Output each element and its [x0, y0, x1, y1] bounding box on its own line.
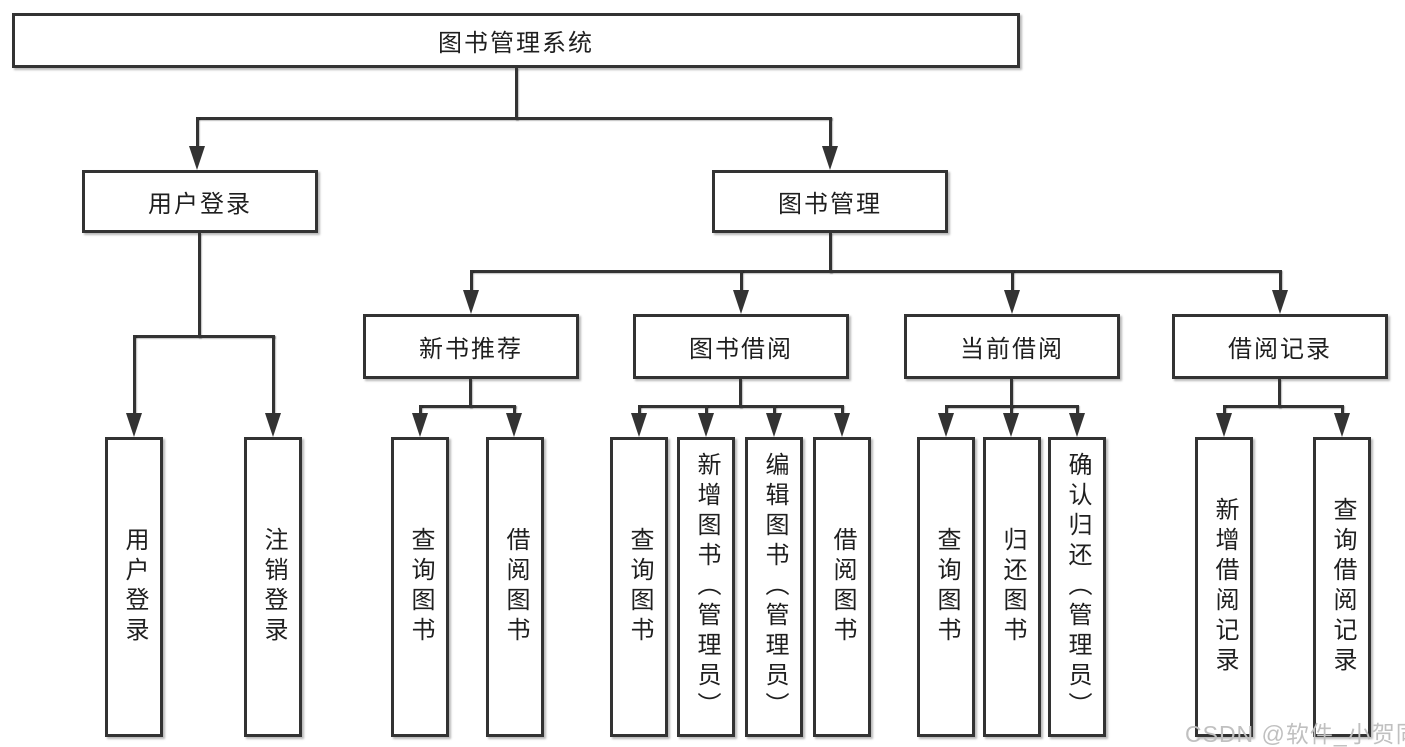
arrow-g3-query — [938, 413, 954, 437]
arrow-login-leaf — [126, 413, 142, 437]
node-book-mgmt: 图书管理 — [712, 170, 948, 233]
connector-g1-hline — [420, 405, 516, 408]
node-borrow-records-label: 借阅记录 — [1228, 336, 1332, 363]
node-new-book-rec: 新书推荐 — [363, 314, 579, 379]
arrow-g4-query-record — [1334, 413, 1350, 437]
node-user-login-label: 用户登录 — [148, 191, 252, 218]
arrow-g1-query — [412, 413, 428, 437]
arrow-borrow — [733, 290, 749, 314]
node-current-borrow: 当前借阅 — [904, 314, 1120, 379]
leaf-g2-edit-books-admin-label: 编辑图书（管理员） — [761, 452, 788, 722]
leaf-g2-add-books-admin-label: 新增图书（管理员） — [693, 452, 720, 722]
connector-l3-hline — [471, 270, 1281, 273]
arrow-g3-confirm — [1069, 413, 1085, 437]
arrow-g3-return — [1003, 413, 1019, 437]
node-user-login: 用户登录 — [82, 170, 318, 233]
connector-stem-logout-leaf — [272, 335, 275, 414]
connector-stem-login-leaf — [133, 335, 136, 414]
connector-user-login-hline — [134, 335, 275, 338]
leaf-g3-query-books: 查询图书 — [917, 437, 975, 737]
connector-g3-stem — [1010, 379, 1013, 408]
node-root-label: 图书管理系统 — [438, 30, 594, 57]
arrow-logout-leaf — [265, 413, 281, 437]
leaf-g3-return-books: 归还图书 — [983, 437, 1041, 737]
connector-g2-stem-1 — [638, 405, 641, 415]
connector-g3-stem-2 — [1010, 405, 1013, 415]
arrow-g4-add-record — [1216, 413, 1232, 437]
connector-g2-stem-3 — [773, 405, 776, 415]
connector-g2-stem-2 — [705, 405, 708, 415]
connector-user-login-stem — [198, 233, 201, 338]
node-root: 图书管理系统 — [12, 13, 1020, 68]
arrow-user-login — [189, 146, 205, 170]
arrow-book-mgmt — [822, 146, 838, 170]
leaf-g1-query-books: 查询图书 — [391, 437, 449, 737]
arrow-g1-borrow — [506, 413, 522, 437]
connector-book-mgmt-stem — [829, 233, 832, 273]
connector-g4-hline — [1224, 405, 1343, 408]
connector-g1-stem — [469, 379, 472, 408]
leaf-g3-return-books-label: 归还图书 — [999, 527, 1026, 647]
connector-root-trunk — [515, 68, 518, 120]
leaf-user-login-label: 用户登录 — [121, 527, 148, 647]
leaf-g2-edit-books-admin: 编辑图书（管理员） — [745, 437, 803, 737]
arrow-g2-add — [698, 413, 714, 437]
connector-g2-stem — [739, 379, 742, 408]
connector-g4-stem-2 — [1341, 405, 1344, 415]
connector-g2-stem-4 — [841, 405, 844, 415]
arrow-current — [1004, 290, 1020, 314]
leaf-g1-borrow-books: 借阅图书 — [486, 437, 544, 737]
connector-stem-user-login — [196, 117, 199, 148]
leaf-g4-query-borrow-record-label: 查询借阅记录 — [1329, 497, 1356, 677]
node-new-book-rec-label: 新书推荐 — [419, 336, 523, 363]
leaf-g2-query-books: 查询图书 — [610, 437, 668, 737]
leaf-g1-borrow-books-label: 借阅图书 — [502, 527, 529, 647]
connector-stem-borrow — [740, 270, 743, 292]
leaf-g4-add-borrow-record: 新增借阅记录 — [1195, 437, 1253, 737]
connector-g1-stem-2 — [513, 405, 516, 415]
connector-stem-book-mgmt — [829, 117, 832, 148]
connector-g1-stem-1 — [419, 405, 422, 415]
csdn-watermark: CSDN @软件_小贺同学 — [1185, 721, 1405, 747]
connector-g4-stem-1 — [1223, 405, 1226, 415]
leaf-logout: 注销登录 — [244, 437, 302, 737]
connector-l1-hline — [197, 117, 832, 120]
connector-g3-stem-3 — [1076, 405, 1079, 415]
connector-stem-records — [1279, 270, 1282, 292]
arrow-g2-query — [631, 413, 647, 437]
leaf-logout-label: 注销登录 — [260, 527, 287, 647]
connector-g4-stem — [1278, 379, 1281, 408]
leaf-g4-query-borrow-record: 查询借阅记录 — [1313, 437, 1371, 737]
leaf-g2-add-books-admin: 新增图书（管理员） — [677, 437, 735, 737]
leaf-g3-confirm-return-admin-label: 确认归还（管理员） — [1064, 452, 1091, 722]
connector-g2-hline — [639, 405, 843, 408]
leaf-g1-query-books-label: 查询图书 — [407, 527, 434, 647]
leaf-g2-borrow-books-label: 借阅图书 — [829, 527, 856, 647]
node-book-borrow-label: 图书借阅 — [689, 336, 793, 363]
connector-stem-new-book — [470, 270, 473, 292]
leaf-user-login: 用户登录 — [105, 437, 163, 737]
leaf-g3-query-books-label: 查询图书 — [933, 527, 960, 647]
node-borrow-records: 借阅记录 — [1172, 314, 1388, 379]
arrow-g2-edit — [766, 413, 782, 437]
node-current-borrow-label: 当前借阅 — [960, 336, 1064, 363]
arrow-g2-borrow — [834, 413, 850, 437]
node-book-mgmt-label: 图书管理 — [778, 191, 882, 218]
connector-stem-current — [1011, 270, 1014, 292]
leaf-g2-borrow-books: 借阅图书 — [813, 437, 871, 737]
node-book-borrow: 图书借阅 — [633, 314, 849, 379]
arrow-new-book — [463, 290, 479, 314]
leaf-g4-add-borrow-record-label: 新增借阅记录 — [1211, 497, 1238, 677]
leaf-g3-confirm-return-admin: 确认归还（管理员） — [1048, 437, 1106, 737]
connector-g3-stem-1 — [945, 405, 948, 415]
leaf-g2-query-books-label: 查询图书 — [626, 527, 653, 647]
arrow-records — [1272, 290, 1288, 314]
